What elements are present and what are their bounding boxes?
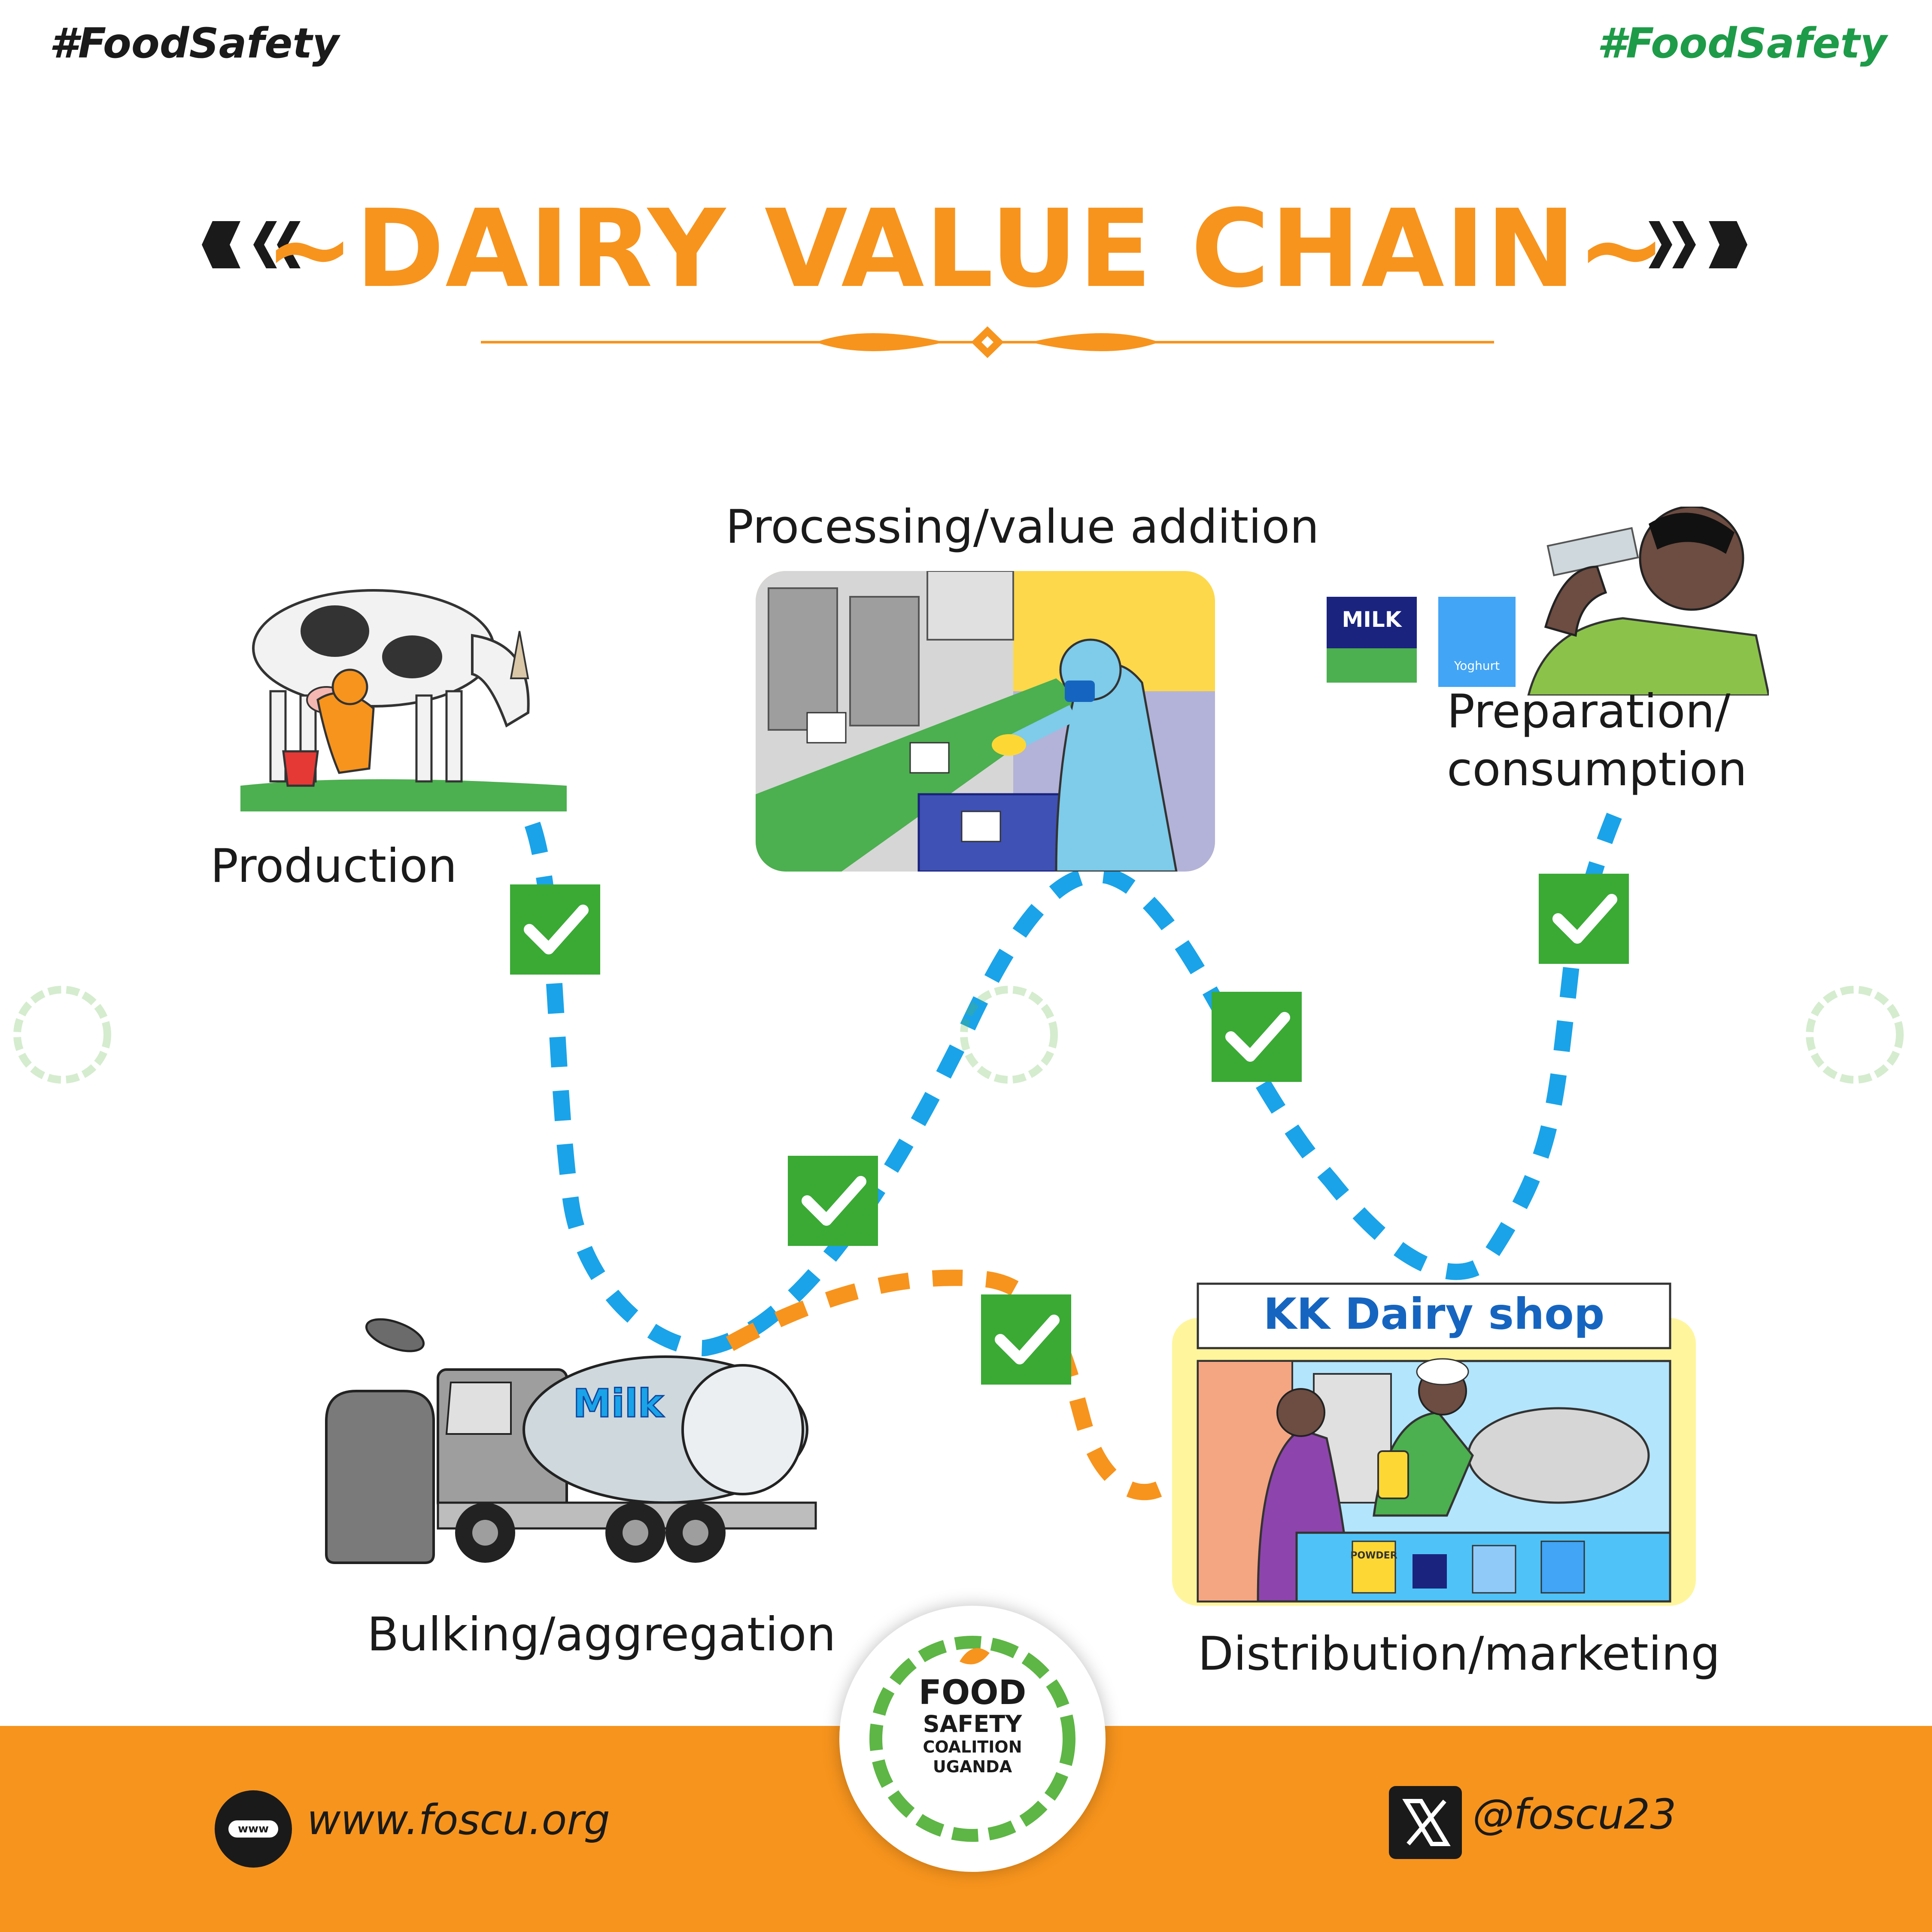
stage-label-preparation-line1: Preparation/	[1447, 685, 1731, 738]
check-icon	[1212, 992, 1302, 1082]
watermark-logo-icon	[1806, 986, 1904, 1084]
check-icon	[1539, 874, 1629, 964]
x-handle[interactable]: @foscu23	[1473, 1790, 1677, 1838]
dairy-shop-illustration: KK Dairy shop POWDER	[1172, 1282, 1696, 1606]
stage-label-processing: Processing/value addition	[726, 500, 1319, 554]
x-logo-icon[interactable]	[1389, 1786, 1462, 1859]
milk-processing-illustration	[756, 571, 1215, 872]
stage-label-production: Production	[210, 839, 457, 893]
page-title: ~DAIRY VALUE CHAIN~	[264, 186, 1668, 311]
tanker-label: Milk	[573, 1381, 664, 1426]
milk-pack-label: MILK	[1342, 607, 1403, 632]
stage-label-bulking: Bulking/aggregation	[367, 1608, 836, 1662]
stage-label-preparation-line2: consumption	[1447, 743, 1747, 796]
left-chevrons-icon	[202, 221, 301, 268]
check-icon	[510, 884, 600, 975]
powder-pack-label: POWDER	[1350, 1550, 1397, 1561]
right-chevrons-icon	[1649, 221, 1747, 268]
www-badge-label: www	[228, 1820, 278, 1838]
watermark-logo-icon	[13, 986, 111, 1084]
watermark-logo-icon	[960, 986, 1058, 1084]
stage-label-preparation: Preparation/ consumption	[1447, 683, 1747, 799]
logo-line3: COALITION	[923, 1738, 1022, 1756]
shop-sign: KK Dairy shop	[1264, 1289, 1605, 1339]
logo-line1: FOOD	[918, 1674, 1027, 1712]
check-icon	[788, 1156, 878, 1246]
logo-text: FOOD SAFETY COALITION UGANDA	[839, 1674, 1106, 1777]
yoghurt-pack-label: Yoghurt	[1454, 659, 1500, 673]
check-icon	[981, 1294, 1071, 1385]
stage-label-distribution: Distribution/marketing	[1198, 1627, 1720, 1681]
milk-tanker-illustration: Milk	[325, 1318, 817, 1564]
cow-milking-illustration	[240, 589, 567, 811]
logo-line2: SAFETY	[923, 1710, 1022, 1738]
logo-ring-icon	[869, 1636, 1075, 1842]
milk-drinking-illustration: MILK Yoghurt	[1327, 507, 1769, 696]
hashtag-left: #FoodSafety	[49, 19, 339, 67]
logo-line4: UGANDA	[933, 1757, 1012, 1776]
website-link[interactable]: www.foscu.org	[307, 1796, 610, 1844]
www-icon[interactable]: www	[215, 1790, 292, 1868]
title-ornament	[481, 326, 1494, 358]
hashtag-right: #FoodSafety	[1597, 19, 1887, 67]
